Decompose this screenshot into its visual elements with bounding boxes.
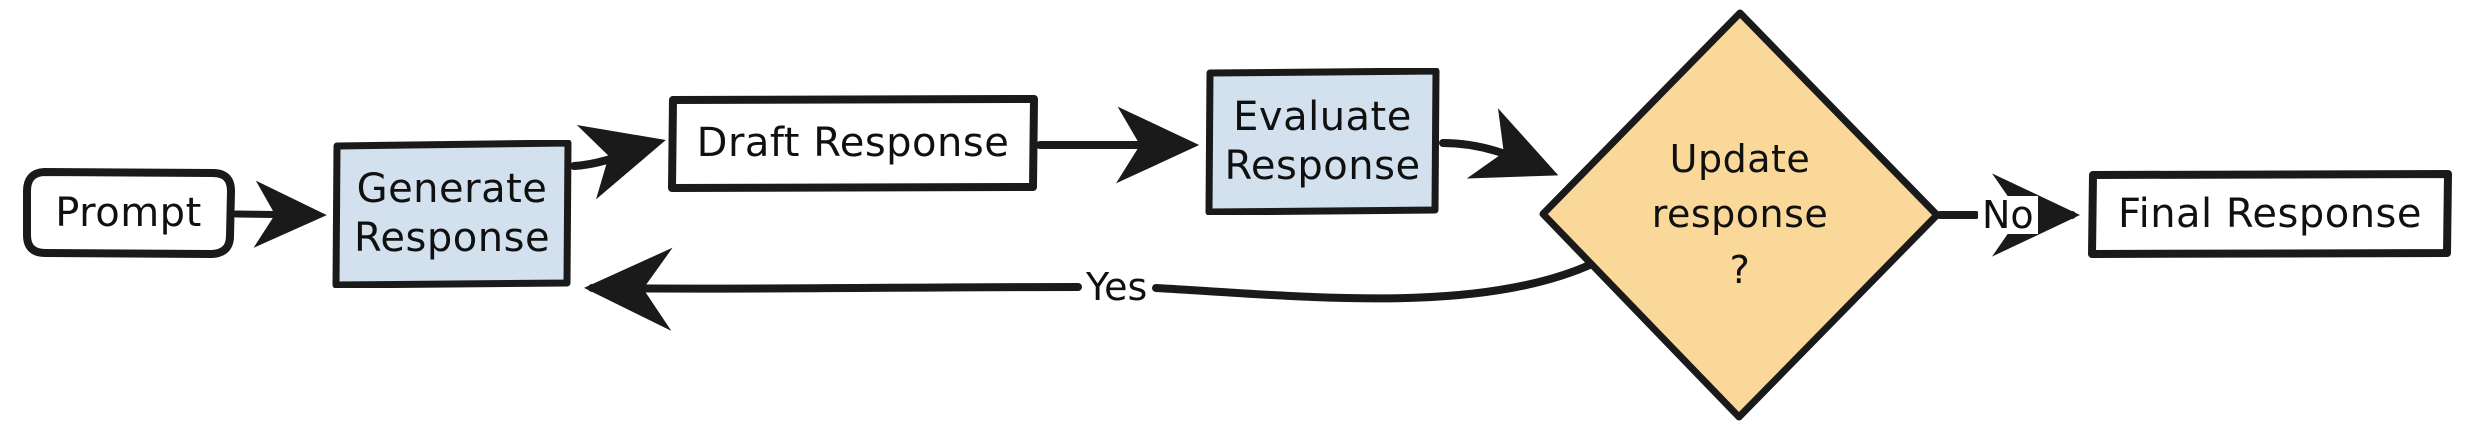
edge-label-no: No xyxy=(1978,196,2038,234)
evaluate-response-shape xyxy=(1205,68,1440,215)
draft-response-shape xyxy=(668,95,1038,192)
node-update-response-decision[interactable]: Update response ? xyxy=(1538,8,1942,422)
final-response-shape xyxy=(2088,170,2452,258)
node-generate-response[interactable]: Generate Response xyxy=(332,140,572,288)
node-evaluate-response[interactable]: Evaluate Response xyxy=(1205,68,1440,215)
node-prompt[interactable]: Prompt xyxy=(22,168,235,258)
generate-response-shape xyxy=(332,140,572,288)
edge-evaluate-to-update xyxy=(1439,108,1559,179)
edge-yes-arrow-segment xyxy=(584,247,1082,331)
edge-update-to-generate-yes xyxy=(1152,259,1598,303)
prompt-shape xyxy=(23,168,235,258)
edge-prompt-to-generate xyxy=(232,180,327,248)
update-response-diamond-shape xyxy=(1539,9,1941,421)
node-final-response[interactable]: Final Response xyxy=(2088,170,2452,258)
node-draft-response[interactable]: Draft Response xyxy=(668,95,1038,192)
edge-generate-to-draft xyxy=(570,125,666,200)
edge-label-yes: Yes xyxy=(1082,268,1152,306)
